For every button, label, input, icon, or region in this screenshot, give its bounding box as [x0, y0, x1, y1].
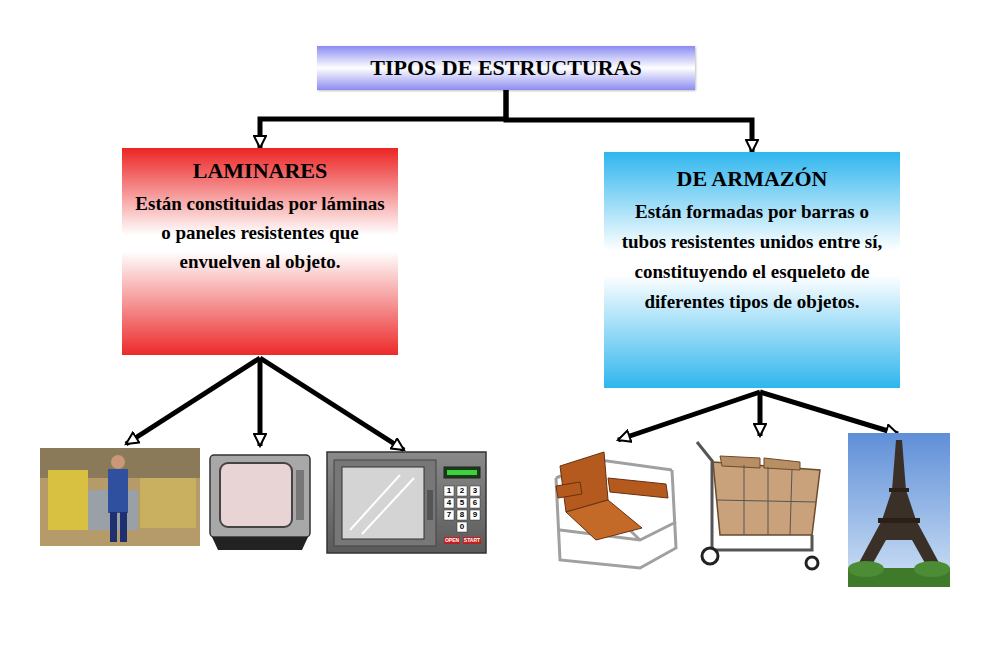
category-box: LAMINARESEstán constituidas por láminas …	[122, 148, 398, 355]
key	[444, 510, 454, 520]
keypad-digit: 3	[470, 486, 480, 496]
cart-handle	[697, 442, 713, 462]
keypad-digit: 6	[470, 498, 480, 508]
tv-base	[212, 537, 308, 550]
door-handle	[427, 490, 433, 520]
key	[457, 510, 467, 520]
keypad-digit: 8	[457, 510, 467, 520]
box-description: Están formadas por barras o tubos resist…	[612, 197, 892, 317]
key	[457, 522, 467, 532]
title-box: TIPOS DE ESTRUCTURAS	[317, 46, 695, 90]
tree	[848, 561, 884, 577]
microwave-door	[334, 460, 436, 546]
branch-connector	[260, 90, 506, 148]
shopping-cart	[697, 442, 820, 569]
keypad	[444, 486, 480, 532]
category-box: DE ARMAZÓNEstán formadas por barras o tu…	[604, 152, 900, 388]
display-digits	[447, 470, 477, 475]
example-arrow	[758, 392, 763, 436]
key	[457, 498, 467, 508]
worker-leg	[120, 512, 127, 542]
tv-body	[210, 455, 310, 537]
box-flap	[720, 456, 760, 468]
chair-arm	[556, 482, 582, 498]
box-flap	[764, 458, 800, 470]
glass-shine	[362, 478, 414, 534]
wire	[744, 465, 745, 535]
machine	[140, 478, 196, 528]
microwave	[327, 452, 486, 553]
example-arrow	[618, 392, 760, 440]
display	[444, 467, 480, 478]
chair-arm	[608, 478, 668, 498]
key	[470, 498, 480, 508]
example-arrow	[260, 358, 404, 450]
worker-leg	[110, 512, 117, 542]
factory-photo	[40, 448, 200, 546]
television	[210, 455, 310, 550]
key	[457, 486, 467, 496]
keypad-digit: 1	[444, 486, 454, 496]
box-heading: TIPOS DE ESTRUCTURAS	[370, 54, 641, 82]
tube	[556, 470, 676, 568]
example-arrow	[258, 358, 263, 446]
tree	[914, 561, 950, 577]
box-heading: LAMINARES	[193, 156, 327, 186]
example-arrow	[126, 358, 260, 444]
chair	[556, 452, 676, 568]
worker-head	[111, 455, 125, 469]
tower-deck	[878, 518, 920, 523]
keypad-digit: 7	[444, 510, 454, 520]
machine	[48, 470, 88, 530]
branch-connector	[506, 90, 752, 152]
chair-seat	[566, 500, 642, 540]
key	[470, 486, 480, 496]
tv-screen	[220, 463, 292, 527]
tower-deck	[889, 488, 909, 492]
cart-boxes	[713, 462, 820, 535]
start-button	[463, 537, 481, 544]
eiffel-photo	[848, 433, 950, 587]
worker-body	[108, 469, 128, 513]
keypad-digit: 5	[457, 498, 467, 508]
key	[470, 510, 480, 520]
box-description: Están constituidas por láminas o paneles…	[130, 189, 390, 276]
wheel	[702, 548, 718, 564]
tv-controls	[296, 470, 304, 520]
key	[444, 486, 454, 496]
sky	[848, 433, 950, 587]
keypad-digit: 0	[457, 522, 467, 532]
keypad-digit: 2	[457, 486, 467, 496]
key	[444, 498, 454, 508]
button-label: START	[463, 537, 481, 544]
keypad-digit: 4	[444, 498, 454, 508]
example-arrow	[760, 392, 898, 434]
wheel	[806, 557, 818, 569]
keypad-digit: 9	[470, 510, 480, 520]
photo-ground	[40, 448, 200, 546]
microwave-body	[327, 452, 486, 553]
tower	[854, 440, 944, 572]
box-heading: DE ARMAZÓN	[677, 164, 828, 194]
wire	[716, 500, 816, 502]
cart-frame	[712, 462, 812, 550]
cart-wires	[716, 465, 816, 535]
open-button	[444, 537, 460, 544]
microwave-window	[342, 467, 424, 539]
button-label: OPEN	[444, 537, 460, 544]
